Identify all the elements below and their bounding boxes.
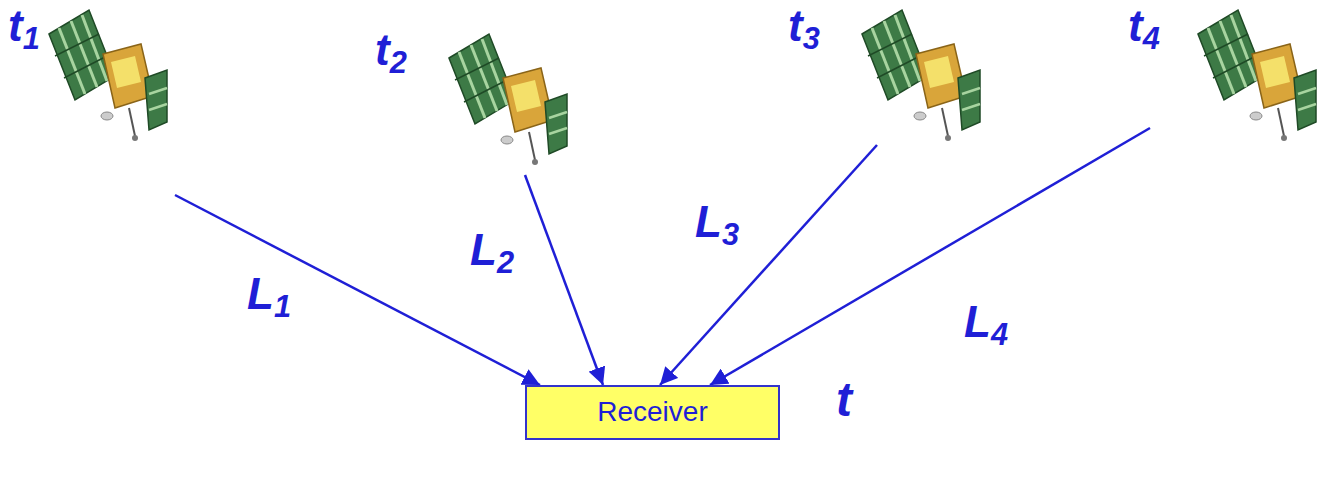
time-label: t (836, 376, 852, 424)
satellite-icon (1198, 10, 1316, 141)
satellite-node: t2 (375, 28, 570, 175)
path-length-label: L4 (962, 300, 1010, 344)
satellite-node: t4 (1128, 4, 1322, 128)
satellite-icon (49, 10, 167, 141)
time-label: t1 (8, 4, 40, 48)
satellite-icon (862, 10, 980, 141)
receiver-box: Receiver (525, 385, 780, 440)
time-label: t3 (788, 4, 820, 48)
signal-path (710, 128, 1150, 385)
satellite-node: t3 (788, 4, 980, 145)
box-text: Receiver (597, 397, 707, 428)
path-length-label: L2 (468, 228, 516, 272)
signal-path (525, 175, 603, 385)
path-length-label: L1 (245, 272, 293, 316)
satellite-node: t1 (8, 4, 186, 195)
satellite-icon (449, 34, 567, 165)
time-label: t2 (375, 28, 407, 72)
signal-path (175, 195, 540, 385)
time-label: t4 (1128, 4, 1160, 48)
signal-path (660, 145, 877, 385)
path-length-label: L3 (693, 200, 741, 244)
